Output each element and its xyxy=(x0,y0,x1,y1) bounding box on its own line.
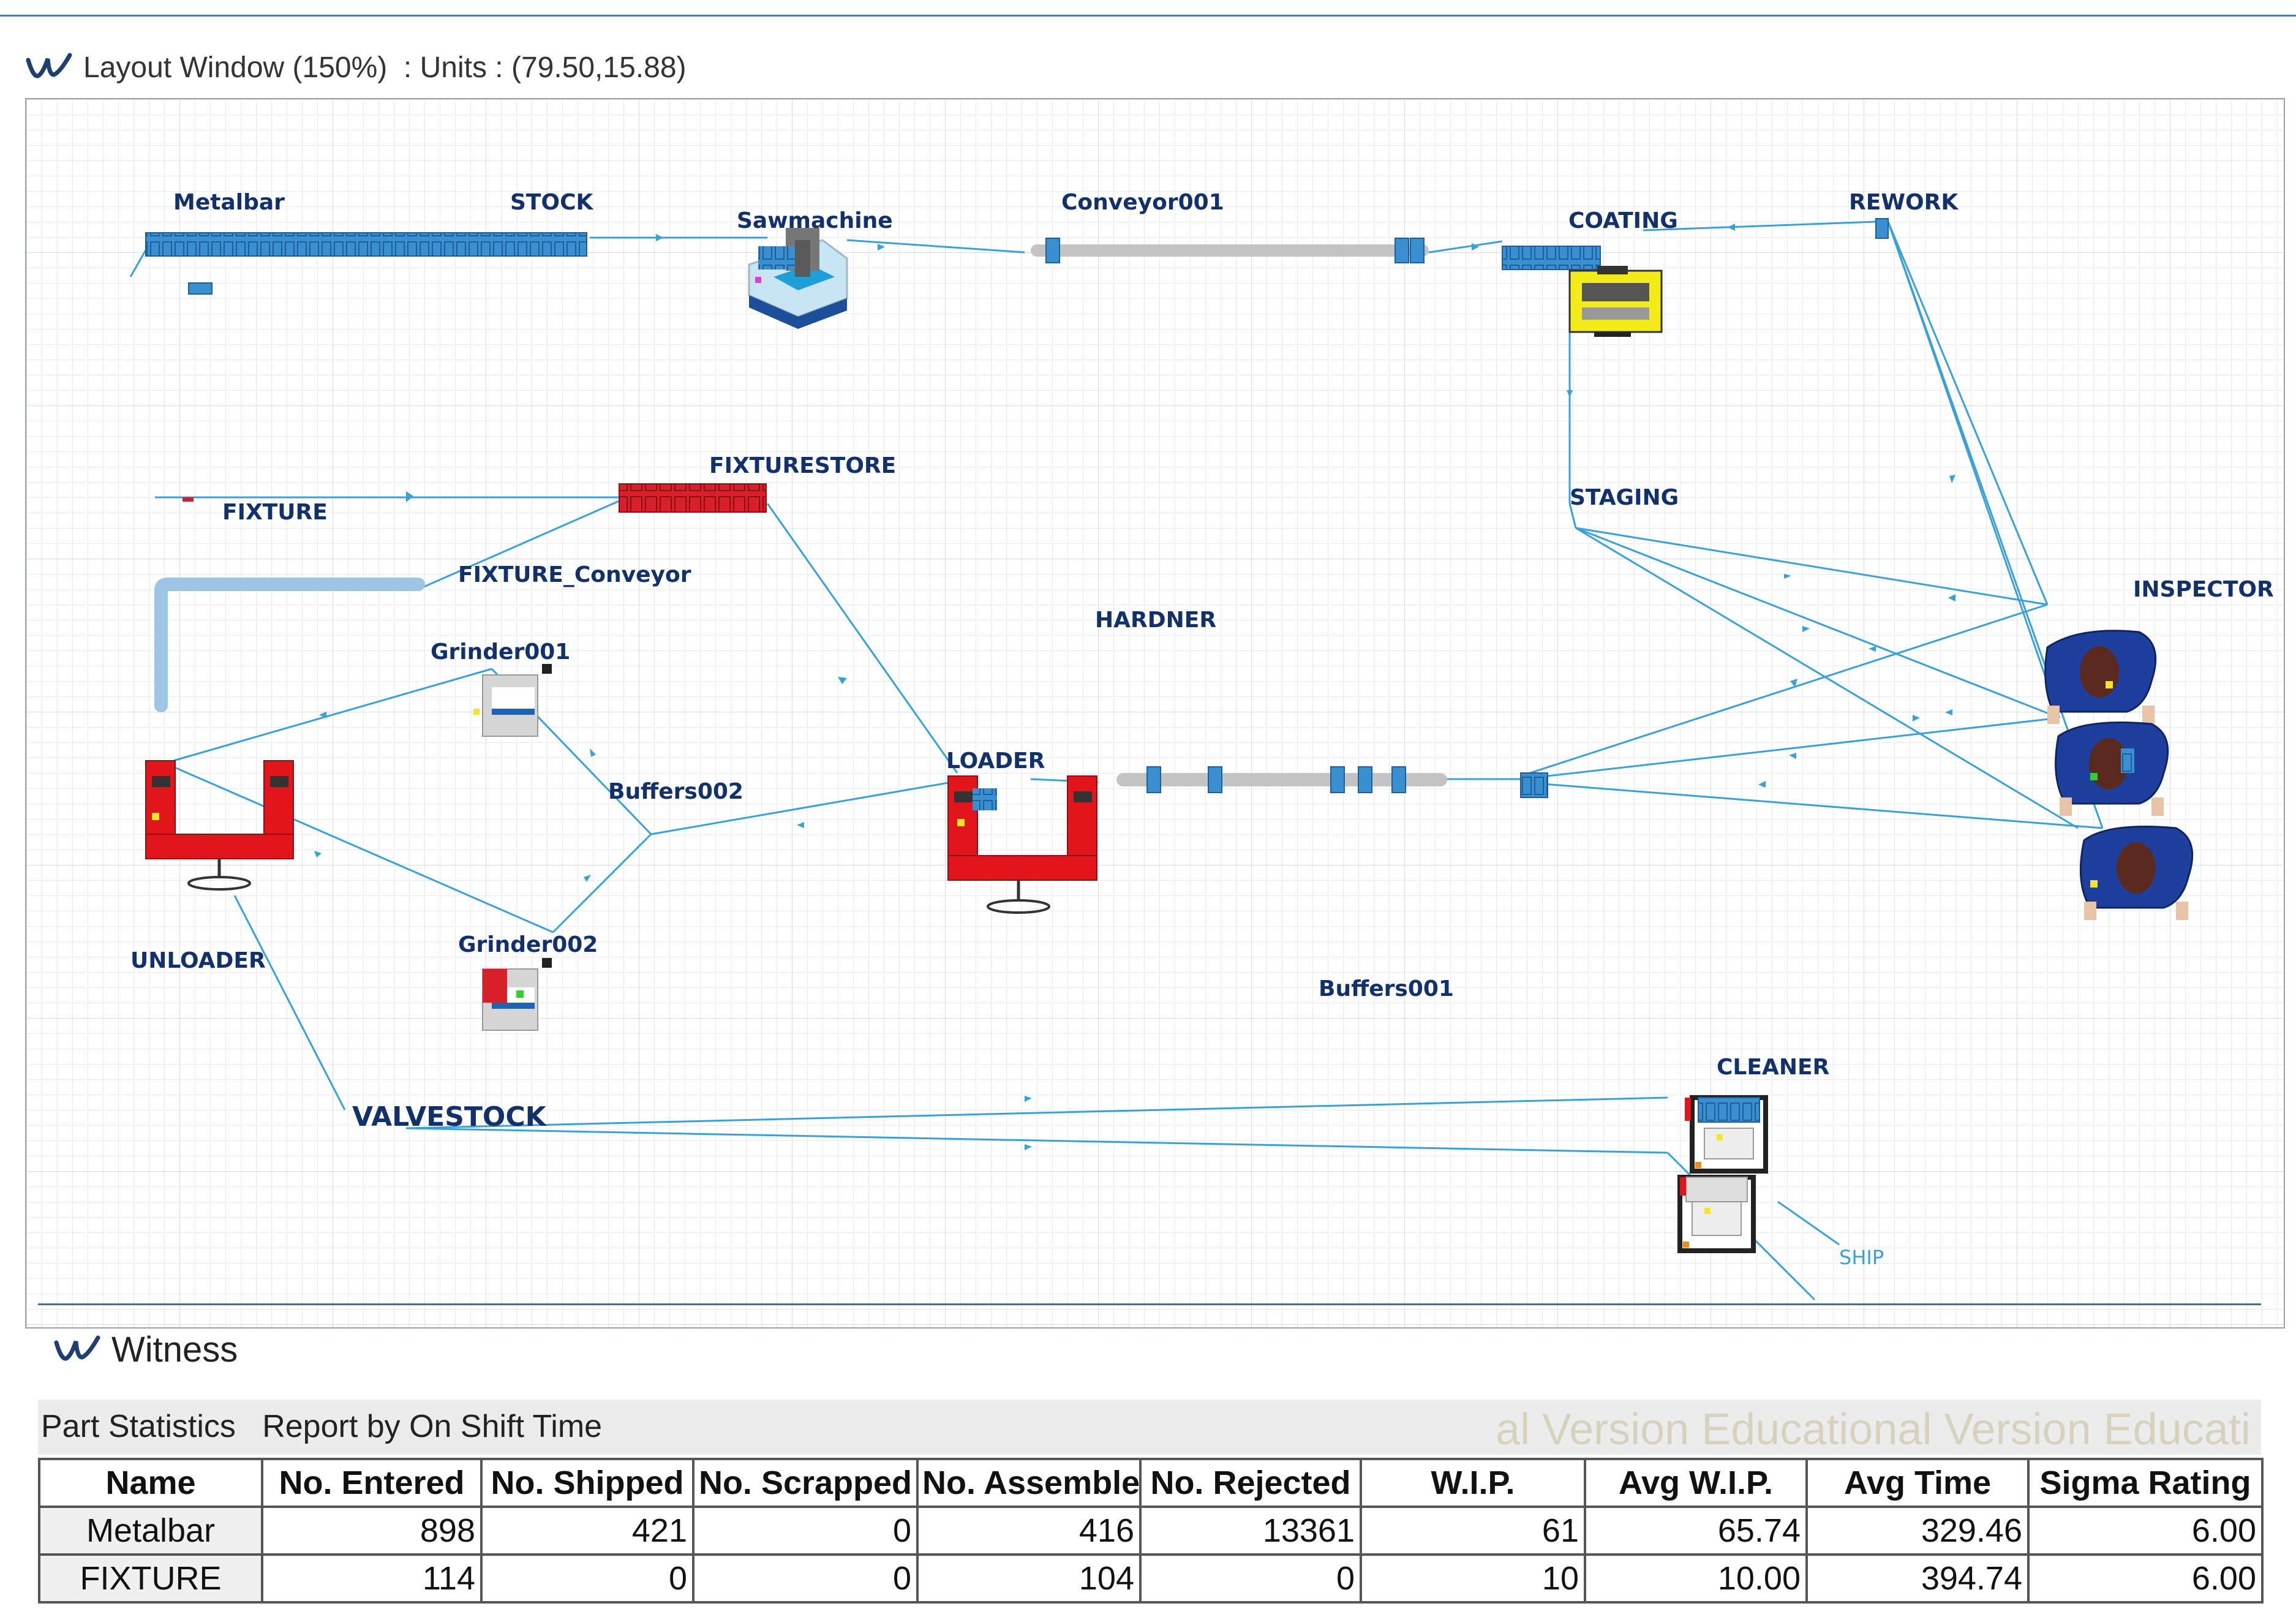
table-cell: 114 xyxy=(261,1553,483,1604)
conveyor001-label: Conveyor001 xyxy=(1061,190,1224,215)
column-header[interactable]: Name xyxy=(38,1458,263,1508)
metalbar-label: Metalbar xyxy=(173,190,285,215)
inspector-label: INSPECTOR xyxy=(2133,577,2274,602)
table-row[interactable]: FIXTURE 114 0 0 104 0 10 10.00 394.74 6.… xyxy=(38,1553,2264,1604)
layout-grid xyxy=(26,99,2284,1327)
table-cell: 0 xyxy=(692,1553,919,1604)
table-cell: 10 xyxy=(1360,1553,1586,1604)
report-top-divider xyxy=(38,1303,2261,1305)
table-cell: 0 xyxy=(480,1553,694,1604)
table-cell: 65.74 xyxy=(1584,1506,1808,1556)
table-cell: FIXTURE xyxy=(38,1553,263,1604)
fixture-conveyor-label: FIXTURE_Conveyor xyxy=(458,562,691,587)
cleaner-machine-2[interactable] xyxy=(1677,1175,1756,1253)
buffers001-label: Buffers001 xyxy=(1319,976,1454,1001)
loader-label: LOADER xyxy=(946,748,1045,774)
table-cell: 416 xyxy=(916,1506,1142,1556)
witness-report-titlebar[interactable]: Witness xyxy=(53,1329,238,1370)
grinder002-label: Grinder002 xyxy=(458,932,598,957)
column-header[interactable]: No. Rejected xyxy=(1139,1458,1362,1508)
buffers002-label: Buffers002 xyxy=(608,779,743,804)
unloader-machine-icon[interactable] xyxy=(145,760,294,891)
stock-label: STOCK xyxy=(510,190,593,215)
witness-report-title: Witness xyxy=(111,1330,238,1370)
ship-label: SHIP xyxy=(1839,1246,1884,1269)
route-lines xyxy=(129,221,2104,1301)
table-cell: 61 xyxy=(1360,1506,1586,1556)
layout-window-titlebar[interactable]: Layout Window (150%) : Units : (79.50,15… xyxy=(24,43,687,92)
table-cell: 13361 xyxy=(1139,1506,1362,1556)
sawmachine-icon[interactable] xyxy=(748,228,848,329)
table-cell: 0 xyxy=(1139,1553,1362,1604)
inspector-operator-3[interactable] xyxy=(2079,826,2194,921)
fixture-part-icon xyxy=(183,497,194,502)
route-arrows xyxy=(314,224,1955,1150)
report-header-bar: al Version Educational Version Educati P… xyxy=(38,1400,2261,1455)
conveyor001-belt[interactable] xyxy=(1031,238,1429,263)
table-cell: 6.00 xyxy=(2027,1553,2264,1604)
fixturestore-label: FIXTURESTORE xyxy=(709,453,897,478)
report-header-text: Part Statistics Report by On Shift Time xyxy=(41,1409,603,1444)
unloader-label: UNLOADER xyxy=(130,948,266,973)
hardner-label: HARDNER xyxy=(1095,608,1217,633)
inspector-operator-2[interactable] xyxy=(2055,722,2169,816)
coating-machine-icon[interactable] xyxy=(1502,246,1663,337)
column-header[interactable]: No. Entered xyxy=(261,1458,483,1508)
table-header-row: Name No. Entered No. Shipped No. Scrappe… xyxy=(38,1458,2264,1508)
column-header[interactable]: No. Scrapped xyxy=(692,1458,919,1508)
table-cell: 0 xyxy=(692,1506,919,1556)
witness-logo-icon xyxy=(54,1335,100,1361)
table-cell: 421 xyxy=(480,1506,694,1556)
grinder001-icon[interactable] xyxy=(473,664,552,737)
cleaner-machine-1[interactable] xyxy=(1685,1095,1768,1174)
rework-label: REWORK xyxy=(1849,190,1959,215)
table-cell: 898 xyxy=(261,1506,483,1556)
hardner-conveyor[interactable] xyxy=(1116,766,1548,798)
table-cell: 394.74 xyxy=(1805,1553,2030,1604)
metalbar-part-icon xyxy=(188,282,213,295)
column-header[interactable]: W.I.P. xyxy=(1360,1458,1586,1508)
table-cell: 329.46 xyxy=(1805,1506,2030,1556)
part-statistics-table: Name No. Entered No. Shipped No. Scrappe… xyxy=(38,1458,2264,1604)
staging-label: STAGING xyxy=(1570,485,1679,510)
grinder002-icon[interactable] xyxy=(482,958,552,1031)
table-cell: 10.00 xyxy=(1584,1553,1808,1604)
loader-machine-icon[interactable] xyxy=(947,775,1097,914)
stock-buffer[interactable] xyxy=(145,232,587,257)
valvestock-label: VALVESTOCK xyxy=(352,1101,546,1133)
column-header[interactable]: Avg W.I.P. xyxy=(1584,1458,1808,1508)
layout-window[interactable]: Metalbar STOCK Sawmachine Conveyor001 CO… xyxy=(25,98,2285,1329)
witness-logo-icon xyxy=(26,53,72,78)
sawmachine-label: Sawmachine xyxy=(737,208,893,233)
table-cell: 104 xyxy=(916,1553,1142,1604)
grinder001-label: Grinder001 xyxy=(431,639,571,665)
column-header[interactable]: No. Assemble xyxy=(916,1458,1142,1508)
fixturestore-buffer[interactable] xyxy=(619,483,767,513)
layout-canvas[interactable] xyxy=(26,99,2284,1327)
table-cell: 6.00 xyxy=(2027,1506,2264,1556)
column-header[interactable]: No. Shipped xyxy=(480,1458,694,1508)
rework-buffer[interactable] xyxy=(1875,218,1889,239)
layout-window-title: Layout Window (150%) : Units : (79.50,15… xyxy=(83,51,687,84)
table-cell: Metalbar xyxy=(38,1506,263,1556)
column-header[interactable]: Avg Time xyxy=(1805,1458,2030,1508)
fixture-conveyor-path[interactable] xyxy=(154,578,425,712)
inspector-operator-1[interactable] xyxy=(2044,630,2157,724)
table-row[interactable]: Metalbar 898 421 0 416 13361 61 65.74 32… xyxy=(38,1506,2264,1556)
cleaner-label: CLEANER xyxy=(1717,1055,1830,1080)
fixture-label: FIXTURE xyxy=(222,500,328,525)
educational-version-watermark: al Version Educational Version Educati xyxy=(1496,1405,2251,1454)
coating-label: COATING xyxy=(1568,208,1678,233)
column-header[interactable]: Sigma Rating xyxy=(2027,1458,2264,1508)
window-top-border xyxy=(0,15,2296,17)
